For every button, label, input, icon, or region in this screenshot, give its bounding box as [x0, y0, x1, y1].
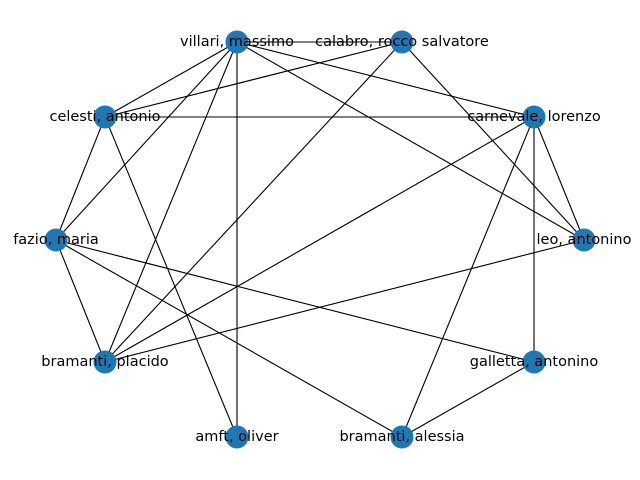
node-celesti — [93, 105, 117, 129]
node-label-celesti: celesti, antonio — [49, 109, 160, 125]
edge-celesti-fazio — [55, 116, 106, 241]
node-label-fazio: fazio, maria — [13, 232, 99, 248]
edge-carnevale-leo — [533, 116, 585, 241]
node-calabro — [390, 30, 414, 54]
node-leo — [572, 228, 596, 252]
edge-carnevale-bramanti_p — [104, 116, 535, 363]
edge-calabro-celesti — [104, 41, 403, 118]
edge-celesti-amft — [104, 116, 238, 438]
node-amft — [225, 425, 249, 449]
node-fazio — [44, 228, 68, 252]
edge-galletta-bramanti_a — [401, 361, 535, 438]
nodes-layer — [44, 30, 596, 449]
node-villari — [225, 30, 249, 54]
edges-layer — [55, 41, 585, 438]
edge-carnevale-bramanti_a — [401, 116, 535, 438]
node-label-amft: amft, oliver — [195, 429, 278, 445]
node-bramanti_a — [390, 425, 414, 449]
edge-leo-bramanti_p — [104, 239, 585, 363]
edge-villari-leo — [236, 41, 585, 241]
node-carnevale — [522, 105, 546, 129]
edge-villari-carnevale — [236, 41, 535, 118]
edge-villari-bramanti_p — [104, 41, 238, 363]
edge-fazio-bramanti_p — [55, 239, 106, 363]
node-label-villari: villari, massimo — [180, 34, 294, 50]
node-label-galletta: galletta, antonino — [470, 354, 599, 370]
edge-fazio-bramanti_a — [55, 239, 403, 438]
edge-calabro-bramanti_p — [104, 41, 403, 363]
node-galletta — [522, 350, 546, 374]
node-label-leo: leo, antonino — [537, 232, 632, 248]
node-label-bramanti_a: bramanti, alessia — [339, 429, 464, 445]
edge-fazio-galletta — [55, 239, 535, 363]
node-bramanti_p — [93, 350, 117, 374]
labels-layer: villari, massimo calabro, rocco salvatore… — [13, 34, 631, 445]
node-label-carnevale: carnevale, lorenzo — [467, 109, 601, 125]
node-label-bramanti_p: bramanti, placido — [41, 354, 169, 370]
edge-villari-fazio — [55, 41, 238, 241]
node-label-calabro: calabro, rocco salvatore — [315, 34, 489, 50]
edge-villari-celesti — [104, 41, 238, 118]
